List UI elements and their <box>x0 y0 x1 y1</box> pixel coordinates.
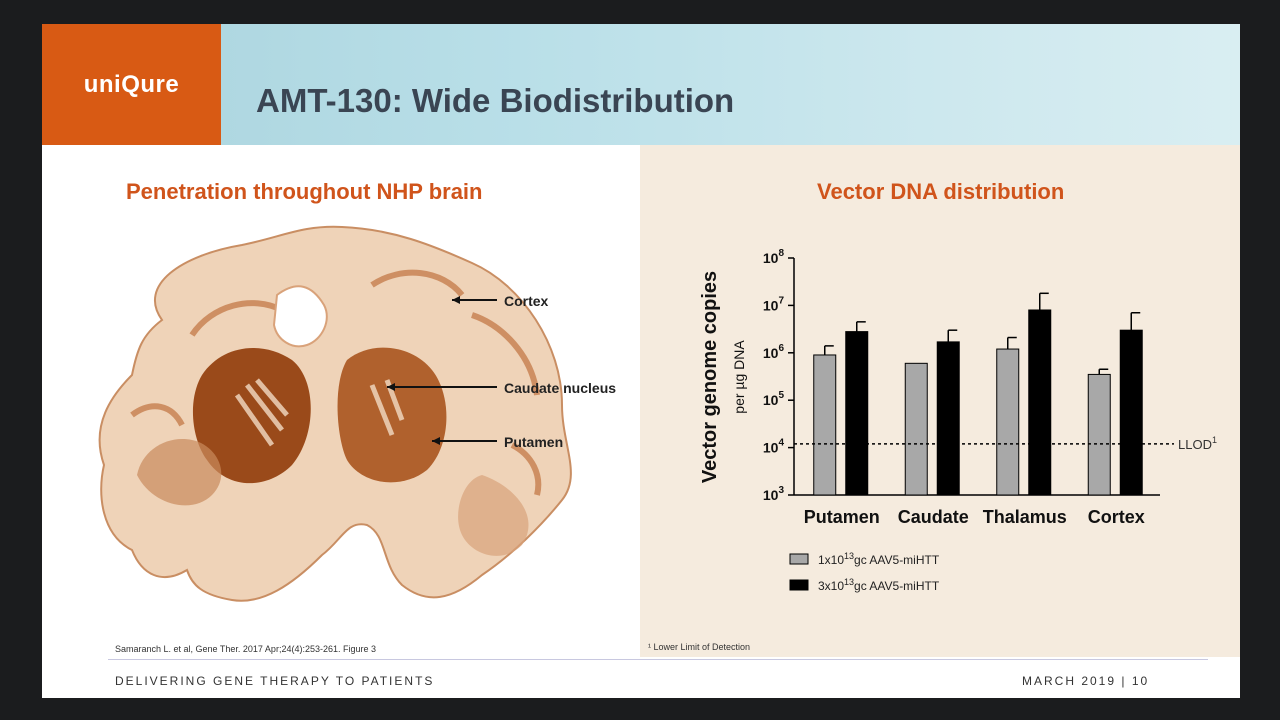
legend-swatch <box>789 579 809 591</box>
brand-logo: uniQure <box>42 24 221 145</box>
bar <box>845 331 869 496</box>
bar <box>1119 329 1143 496</box>
left-panel: Penetration throughout NHP brain <box>42 145 640 657</box>
right-temporal-lobe <box>458 475 529 556</box>
right-deep-nuclei <box>337 347 447 483</box>
left-heading: Penetration throughout NHP brain <box>126 179 483 204</box>
brain-section-image <box>98 225 572 602</box>
citation: Samaranch L. et al, Gene Ther. 2017 Apr;… <box>115 644 376 654</box>
footer-tagline: DELIVERING GENE THERAPY TO PATIENTS <box>115 674 435 688</box>
x-tick-label: Caudate <box>898 507 969 527</box>
slide-title: AMT-130: Wide Biodistribution <box>256 82 735 119</box>
bar <box>936 341 960 496</box>
bar <box>1028 309 1052 496</box>
footer-date-page: MARCH 2019 | 10 <box>1022 674 1150 688</box>
x-tick-label: Thalamus <box>983 507 1067 527</box>
left-white-streaks <box>234 378 289 447</box>
footnote: ¹ Lower Limit of Detection <box>648 642 751 652</box>
y-axis-label: Vector genome copies <box>699 271 721 483</box>
y-tick-label: 108 <box>763 248 785 266</box>
x-tick-label: Putamen <box>804 507 880 527</box>
label-putamen: Putamen <box>504 434 564 450</box>
bar <box>904 362 928 496</box>
label-cortex: Cortex <box>504 293 549 309</box>
llod-label: LLOD1 <box>1178 435 1217 452</box>
slide-footer: DELIVERING GENE THERAPY TO PATIENTS MARC… <box>42 657 1240 698</box>
central-ventricle <box>272 285 328 348</box>
y-tick-label: 104 <box>763 438 785 456</box>
y-tick-label: 106 <box>763 343 785 361</box>
bar <box>813 354 837 496</box>
bar <box>1087 373 1111 496</box>
logo-text: uniQure <box>83 70 180 98</box>
bar <box>996 348 1020 496</box>
slide: uniQure AMT-130: Wide Biodistribution Pe… <box>42 24 1240 698</box>
left-temporal-lobe <box>137 439 222 506</box>
footer-divider <box>108 659 1208 660</box>
brain-outline <box>98 225 572 602</box>
y-tick-label: 107 <box>763 295 785 313</box>
x-tick-label: Cortex <box>1088 507 1145 527</box>
y-tick-label: 103 <box>763 485 785 503</box>
right-heading: Vector DNA distribution <box>817 179 1065 204</box>
legend-label: 3x1013gc AAV5-miHTT <box>818 577 940 593</box>
y-tick-label: 105 <box>763 390 785 408</box>
label-caudate-nucleus: Caudate nucleus <box>504 380 617 396</box>
legend-swatch <box>789 553 809 565</box>
y-axis-sublabel: per µg DNA <box>731 340 747 414</box>
cortex-folds <box>130 269 542 496</box>
slide-header: uniQure AMT-130: Wide Biodistribution <box>42 24 1240 145</box>
legend-label: 1x1013gc AAV5-miHTT <box>818 551 940 567</box>
